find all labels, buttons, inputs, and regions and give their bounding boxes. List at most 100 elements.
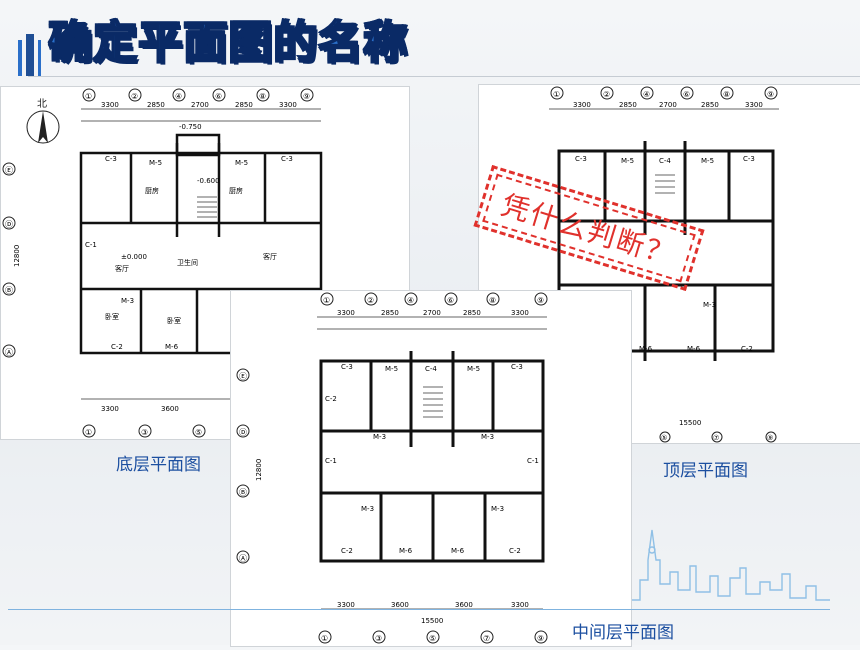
axis-bottom-5: ⑤ [195, 428, 202, 437]
axis-bottom-1: ① [85, 428, 92, 437]
title-accent-bar-2 [26, 34, 34, 76]
room-name-living-b: 客厅 [263, 252, 277, 261]
mf-dim-bottom-4: 3300 [511, 601, 529, 609]
mf-room-c3-b: C-3 [511, 363, 523, 371]
tf-room-m5-b: M-5 [701, 157, 714, 165]
top-floor-drawing: ① ② ④ ⑥ ⑧ ⑨ 3300 2850 2700 2850 3300 C- [549, 86, 779, 443]
mf-axis-1: ① [323, 296, 330, 305]
caption-middle-floor: 中间层平面图 [572, 623, 674, 643]
tf-bottom-axis: ⑤ ⑦ ⑨ [659, 431, 777, 443]
top-floor-plan: ① ② ④ ⑥ ⑧ ⑨ 3300 2850 2700 2850 3300 C- [478, 84, 860, 444]
room-name-bedroom-b: 卧室 [167, 316, 181, 325]
mf-axis-2: ② [367, 296, 374, 305]
mf-axis-6: ⑥ [447, 296, 454, 305]
room-name-kitchen: 厨房 [145, 186, 159, 195]
mf-room-m3-b: M-3 [481, 433, 494, 441]
side-dimension: 12800 [13, 245, 21, 267]
room-label-m6: M-6 [165, 343, 179, 351]
top-floor-stairs [655, 174, 675, 194]
mf-room-c2-b: C-2 [341, 547, 353, 555]
middle-bottom-axis: ① ③ ⑤ ⑦ ⑨ [318, 630, 548, 644]
mf-dim-1: 3300 [337, 309, 355, 317]
tf-axis-9: ⑨ [767, 90, 774, 99]
mf-axis-a: Ⓐ [239, 554, 247, 563]
room-label-c3: C-3 [105, 155, 117, 163]
dim-bottom-1: 3300 [101, 405, 119, 413]
room-label-c3-b: C-3 [281, 155, 293, 163]
tf-dim-4: 2850 [701, 101, 719, 109]
city-skyline-icon [630, 529, 830, 601]
axis-top-2: ② [131, 92, 138, 101]
tf-room-c4: C-4 [659, 157, 671, 165]
axis-top-3: ④ [175, 92, 182, 101]
middle-stairs [423, 386, 443, 418]
dim-top-4: 2850 [235, 101, 253, 109]
tf-dim-2: 2850 [619, 101, 637, 109]
mf-axis-e: Ⓔ [239, 372, 247, 381]
tf-total-dim: 15500 [679, 419, 701, 427]
dim-top-5: 3300 [279, 101, 297, 109]
tf-room-m3: M-3 [703, 301, 716, 309]
room-label-m3: M-3 [121, 297, 134, 305]
caption-top-floor: 顶层平面图 [663, 461, 748, 481]
tf-axis-2: ② [603, 90, 610, 99]
tf-axis-4: ④ [643, 90, 650, 99]
mf-dim-3: 2700 [423, 309, 441, 317]
mf-axis-bottom-3: ③ [375, 634, 382, 643]
mf-room-c2-c: C-2 [509, 547, 521, 555]
room-name-bedroom: 卧室 [105, 312, 119, 321]
tf-room-m5: M-5 [621, 157, 634, 165]
middle-floor-drawing: ① ② ④ ⑥ ⑧ ⑨ 3300 2850 2700 2850 3300 Ⓔ Ⓓ… [236, 292, 548, 644]
mf-room-m3: M-3 [373, 433, 386, 441]
room-label-c1: C-1 [85, 241, 97, 249]
tf-axis-6: ⑥ [683, 90, 690, 99]
room-name-bathroom: 卫生间 [177, 258, 198, 267]
elevation-entry: -0.750 [179, 123, 202, 131]
mf-axis-d: Ⓓ [239, 428, 247, 437]
room-name-kitchen-b: 厨房 [229, 186, 243, 195]
tf-room-c2: C-2 [741, 345, 753, 353]
top-floor-axis-markers: ① ② ④ ⑥ ⑧ ⑨ [550, 86, 778, 100]
title-accent-bar-3 [38, 40, 41, 76]
mf-room-m3-d: M-3 [491, 505, 504, 513]
middle-axis-markers: ① ② ④ ⑥ ⑧ ⑨ [320, 292, 548, 306]
middle-walls [319, 351, 545, 563]
title-divider [28, 76, 860, 77]
dim-top-3: 2700 [191, 101, 209, 109]
axis-top-6: ⑨ [303, 92, 310, 101]
caption-ground-floor: 底层平面图 [116, 455, 201, 475]
mf-dim-4: 2850 [463, 309, 481, 317]
north-label: 北 [37, 98, 47, 110]
mf-axis-bottom-9: ⑨ [537, 634, 544, 643]
mf-room-m5: M-5 [385, 365, 398, 373]
axis-left-a: Ⓐ [5, 348, 13, 357]
mf-room-c1-b: C-1 [527, 457, 539, 465]
mf-axis-9: ⑨ [537, 296, 544, 305]
axis-top-4: ⑥ [215, 92, 222, 101]
mf-room-m6: M-6 [399, 547, 413, 555]
tf-dim-5: 3300 [745, 101, 763, 109]
tf-dim-1: 3300 [573, 101, 591, 109]
top-axis-markers: ① ② ④ ⑥ ⑧ ⑨ [82, 88, 314, 102]
mf-axis-bottom-5: ⑤ [429, 634, 436, 643]
mf-room-c4: C-4 [425, 365, 437, 373]
axis-left-b: Ⓑ [5, 286, 13, 295]
mf-dim-2: 2850 [381, 309, 399, 317]
mf-total-dim: 15500 [421, 617, 443, 625]
dim-top-1: 3300 [101, 101, 119, 109]
slide-title: 确定平面图的名称 [47, 16, 408, 69]
mf-dim-5: 3300 [511, 309, 529, 317]
middle-left-axis: Ⓔ Ⓓ Ⓑ Ⓐ [236, 368, 250, 564]
mf-side-dim: 12800 [255, 459, 263, 481]
tf-room-m6: M-6 [639, 345, 653, 353]
axis-left-e: Ⓔ [5, 166, 13, 175]
room-label-m5-b: M-5 [235, 159, 248, 167]
mf-axis-bottom-1: ① [321, 634, 328, 643]
tf-room-c3-b: C-3 [743, 155, 755, 163]
room-label-c2: C-2 [111, 343, 123, 351]
mf-axis-b: Ⓑ [239, 488, 247, 497]
tf-room-c3: C-3 [575, 155, 587, 163]
north-arrow-needle [38, 111, 48, 143]
mf-room-m6-b: M-6 [451, 547, 465, 555]
tf-axis-8: ⑧ [723, 90, 730, 99]
